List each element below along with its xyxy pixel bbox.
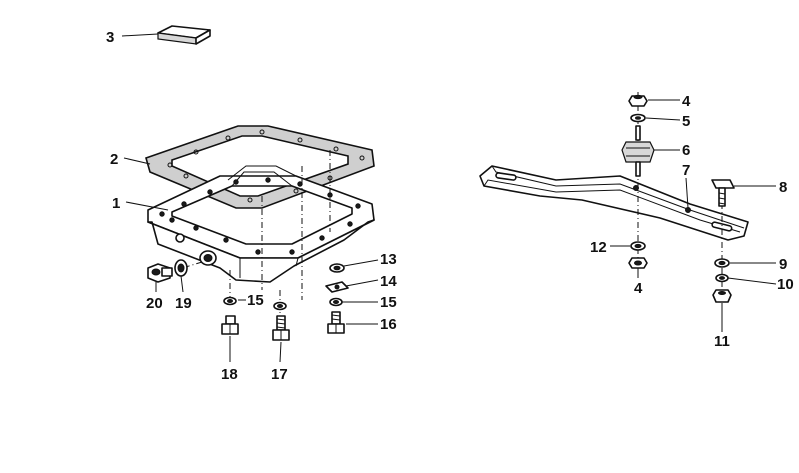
callout-12: 12 <box>590 239 607 256</box>
callout-6: 6 <box>682 142 690 159</box>
part-18-bolt <box>221 315 239 335</box>
callout-19: 19 <box>175 295 192 312</box>
callout-13: 13 <box>380 251 397 268</box>
callout-5: 5 <box>682 113 690 130</box>
part-15-washer-left <box>223 296 237 306</box>
part-8-bolt <box>711 179 735 207</box>
part-17-bolt <box>272 315 290 341</box>
callout-17: 17 <box>271 366 288 383</box>
leader-lines <box>121 33 777 363</box>
part-14-bracket <box>325 281 349 293</box>
callout-20: 20 <box>146 295 163 312</box>
callout-18: 18 <box>221 366 238 383</box>
part-7-crossmember <box>479 165 749 241</box>
callout-1: 1 <box>112 195 120 212</box>
callout-9: 9 <box>779 256 787 273</box>
part-15-washer-right <box>329 297 343 307</box>
part-12-washer <box>630 241 646 251</box>
callout-15-left: 15 <box>247 292 264 309</box>
part-20-drain-plug <box>147 263 173 283</box>
callout-3: 3 <box>106 29 114 46</box>
part-6-rubber-mount <box>621 125 655 177</box>
callout-labels: 3 2 1 20 19 15 18 17 13 14 15 16 4 5 6 7… <box>106 29 794 383</box>
part-1-oil-pan <box>147 165 375 283</box>
part-11-nut <box>712 289 732 303</box>
part-10-spring-washer <box>715 273 729 283</box>
callout-11: 11 <box>714 333 730 350</box>
part-13-washer <box>329 263 345 273</box>
callout-10: 10 <box>777 276 794 293</box>
callout-14: 14 <box>380 273 397 290</box>
callout-4-bottom: 4 <box>634 280 643 297</box>
callout-4-top: 4 <box>682 93 691 110</box>
callout-7: 7 <box>682 162 690 179</box>
part-3-sealant-pad <box>157 25 211 45</box>
callout-2: 2 <box>110 151 118 168</box>
part-16-bolt <box>327 311 345 334</box>
part-4-nut-top <box>628 94 648 107</box>
callout-8: 8 <box>779 179 787 196</box>
part-15-washer-center <box>273 301 287 311</box>
part-5-washer <box>630 113 646 123</box>
part-19-sealing-washer <box>174 259 188 277</box>
part-9-washer <box>714 258 730 268</box>
part-4-nut-bottom <box>628 257 648 269</box>
callout-15-right: 15 <box>380 294 397 311</box>
callout-16: 16 <box>380 316 397 333</box>
